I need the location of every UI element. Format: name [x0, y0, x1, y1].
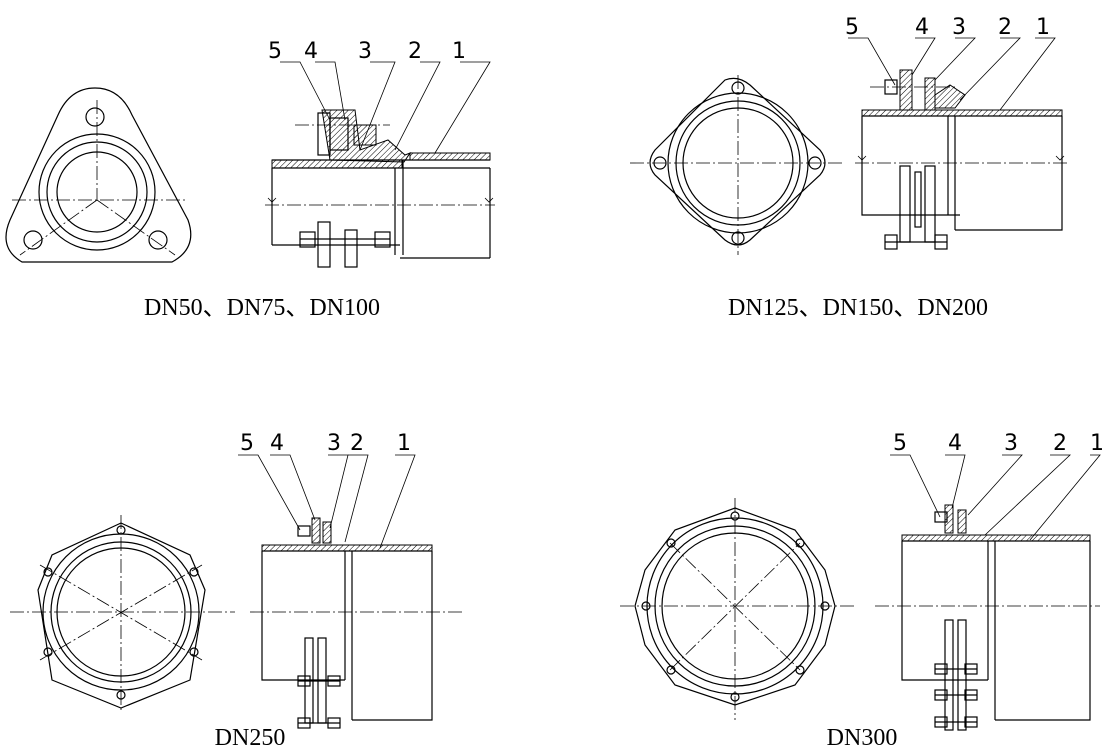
- label-3: 3: [952, 15, 966, 40]
- front-view-triangle-flange: [5, 87, 192, 263]
- caption-dn250: DN250: [215, 725, 286, 751]
- label-1: 1: [1090, 431, 1102, 456]
- leaders-dn50: [280, 61, 491, 154]
- label-2: 2: [350, 431, 364, 456]
- label-2: 2: [408, 39, 422, 64]
- label-1: 1: [1036, 15, 1050, 40]
- label-1: 1: [397, 431, 411, 456]
- side-view-dn125: [855, 69, 1070, 250]
- label-4: 4: [270, 431, 284, 456]
- diagram-dn50-group: 5 4 3 2 1 DN50、DN75、DN100: [5, 39, 495, 321]
- label-5: 5: [268, 39, 282, 64]
- label-3: 3: [327, 431, 341, 456]
- label-5: 5: [893, 431, 907, 456]
- front-view-octagonal-flange: [620, 498, 855, 720]
- front-view-hexagonal-flange: [10, 515, 235, 712]
- label-4: 4: [304, 39, 318, 64]
- label-3: 3: [1004, 431, 1018, 456]
- label-4: 4: [915, 15, 929, 40]
- label-5: 5: [240, 431, 254, 456]
- caption-dn300: DN300: [827, 725, 898, 751]
- label-4: 4: [948, 431, 962, 456]
- label-2: 2: [998, 15, 1012, 40]
- label-1: 1: [452, 39, 466, 64]
- side-view-dn50: [265, 109, 495, 268]
- caption-dn125: DN125、DN150、DN200: [728, 295, 988, 321]
- label-5: 5: [845, 15, 859, 40]
- leaders-dn125: [848, 37, 1056, 111]
- side-view-dn250: [250, 517, 462, 729]
- leaders-dn300: [890, 454, 1101, 541]
- side-view-dn300: [875, 504, 1100, 731]
- caption-dn50: DN50、DN75、DN100: [144, 295, 380, 321]
- label-3: 3: [358, 39, 372, 64]
- diagram-dn250-group: 5 4 3 2 1 DN250: [10, 431, 462, 751]
- diagram-dn125-group: 5 4 3 2 1 DN125、DN150、DN200: [630, 15, 1070, 321]
- label-2: 2: [1053, 431, 1067, 456]
- leaders-dn250: [238, 454, 416, 549]
- front-view-square-flange: [630, 75, 845, 255]
- diagram-dn300-group: 5 4 3 2 1 DN300: [620, 431, 1102, 751]
